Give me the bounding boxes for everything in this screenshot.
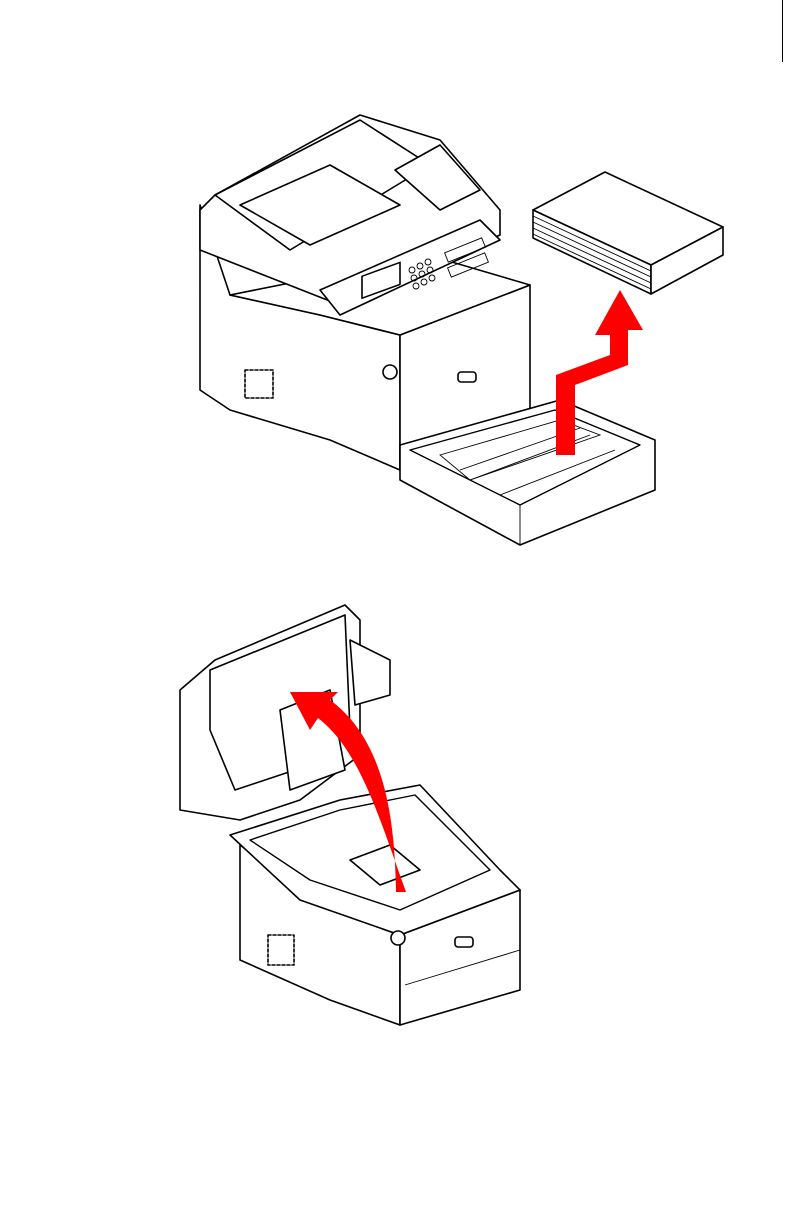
vent-grille — [245, 370, 273, 398]
brand-logo — [458, 372, 476, 382]
crop-mark — [782, 0, 783, 62]
printer-tray-illustration — [0, 110, 792, 555]
scanner-hinge — [350, 640, 390, 705]
power-button — [391, 931, 405, 945]
printer-icon — [0, 600, 792, 1045]
brand-logo — [455, 937, 473, 947]
vent-grille — [268, 935, 294, 965]
printer-scanner-open-illustration — [0, 600, 792, 1045]
printer-icon — [0, 110, 792, 555]
power-button — [383, 365, 397, 379]
